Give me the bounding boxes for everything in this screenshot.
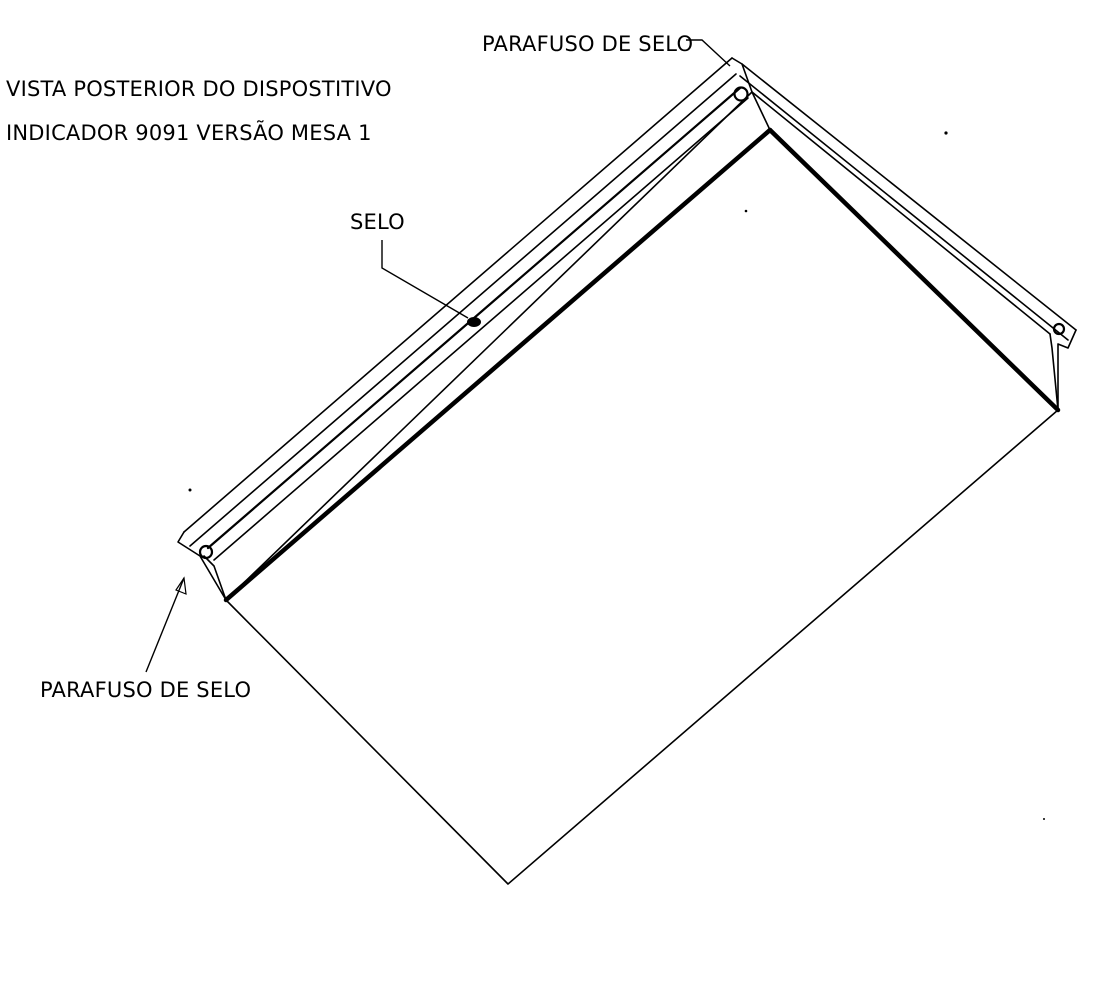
- seal-screw-right: [1052, 322, 1066, 336]
- callout-seal-screw-top-label: PARAFUSO DE SELO: [482, 32, 693, 56]
- rear-rail-outer-edge: [183, 57, 733, 533]
- callout-seal-leader: [381, 240, 469, 319]
- left-end-profile: [177, 531, 227, 601]
- rear-slope-edge: [225, 91, 753, 601]
- right-end-profile-inner: [1049, 333, 1059, 411]
- front-face-outline: [225, 409, 1059, 885]
- seal-mark: [467, 317, 481, 327]
- seal-screw-top: [733, 86, 749, 102]
- rear-rail-edge-2: [189, 73, 737, 547]
- bottom-panel-left-edge: [223, 127, 773, 603]
- top-right-corner-profile: [731, 57, 771, 131]
- seal-screw-right-head-icon: [1052, 322, 1066, 336]
- callout-seal-screw-bottom-arrow-icon: [175, 576, 187, 595]
- callout-seal-screw-top-leader: [686, 39, 731, 67]
- right-end-profile: [1057, 329, 1077, 411]
- right-rail-inner-edge: [739, 75, 1069, 341]
- bottom-panel-right-edge: [767, 127, 1061, 413]
- left-end-profile-inner: [203, 555, 227, 601]
- drawing-title-line-1: VISTA POSTERIOR DO DISPOSTITIVO: [6, 77, 392, 101]
- right-rail-outer-edge: [741, 63, 1077, 331]
- seal-screw-bottom: [198, 544, 214, 560]
- callout-seal-screw-bottom-label: PARAFUSO DE SELO: [40, 678, 251, 702]
- rear-rail-inner-edge-2: [213, 97, 749, 561]
- device-housing: [177, 57, 1077, 885]
- seal-screw-top-head-icon: [733, 86, 749, 102]
- scan-specks: [188, 131, 1045, 820]
- callout-seal-screw-bottom-leader: [145, 577, 185, 673]
- drawing-title-line-2: INDICADOR 9091 VERSÃO MESA 1: [6, 119, 372, 145]
- callout-seal-label: SELO: [350, 210, 405, 234]
- seal-screw-bottom-head-icon: [198, 544, 214, 560]
- seal-mark-icon: [467, 317, 481, 327]
- right-slope-edge: [751, 91, 1051, 335]
